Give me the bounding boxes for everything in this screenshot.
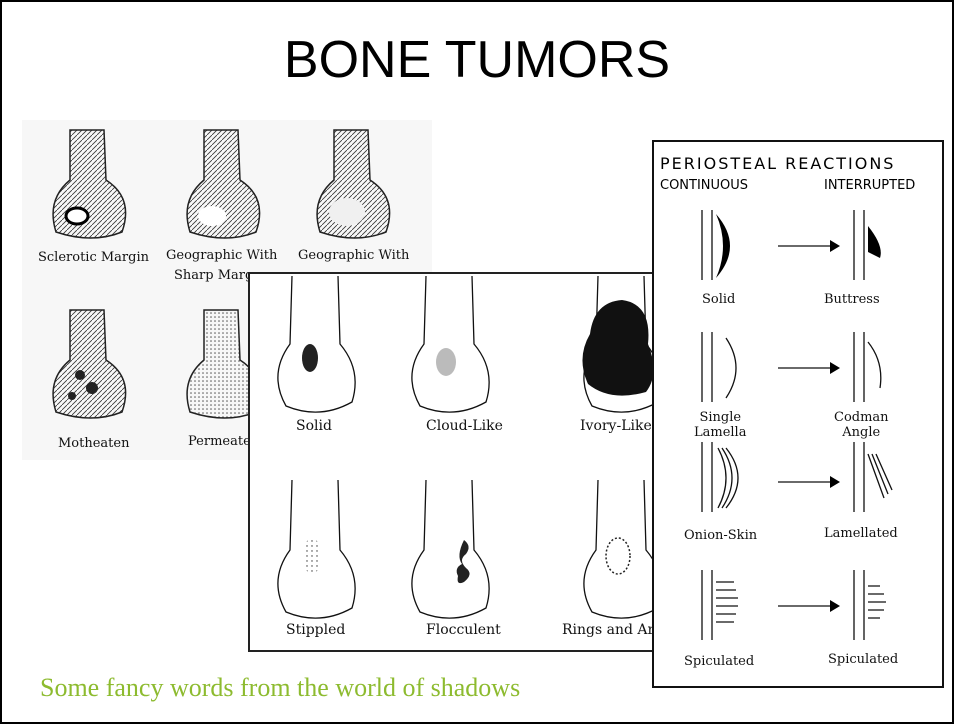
- label-spiculated-right: Spiculated: [828, 652, 898, 667]
- label-matrix-solid: Solid: [296, 418, 332, 434]
- label-matrix-rings: Rings and Arc: [562, 622, 662, 638]
- matrix-ivory-mark: [582, 300, 653, 396]
- matrix-rings-mark: [606, 538, 630, 574]
- label-codman-angle: Codman Angle: [834, 410, 889, 440]
- label-matrix-stippled: Stippled: [286, 622, 345, 638]
- label-sclerotic-margin: Sclerotic Margin: [38, 250, 149, 265]
- matrix-panel: Solid Cloud-Like Ivory-Like Stippled Flo…: [248, 272, 692, 652]
- label-sharp-margin: Sharp Marg: [174, 268, 253, 283]
- bone-geographic-sharp: [187, 130, 260, 238]
- label-matrix-flocculent: Flocculent: [426, 622, 501, 638]
- bone-sclerotic: [53, 130, 126, 238]
- bone-geographic-ill: [317, 130, 390, 238]
- label-solid: Solid: [702, 292, 735, 307]
- label-lamellated: Lamellated: [824, 526, 898, 541]
- slide-caption: Some fancy words from the world of shado…: [40, 673, 520, 703]
- matrix-bones-illustration: [250, 274, 690, 650]
- matrix-cloud-mark: [436, 348, 456, 376]
- matrix-flocculent-mark: [457, 540, 470, 583]
- label-motheaten: Motheaten: [58, 436, 129, 451]
- matrix-stippled-mark: [303, 538, 321, 574]
- label-permeative: Permeate: [188, 434, 251, 449]
- label-buttress: Buttress: [824, 292, 880, 307]
- label-spiculated-left: Spiculated: [684, 654, 754, 669]
- label-matrix-ivory: Ivory-Like: [580, 418, 652, 434]
- label-onion-skin: Onion-Skin: [684, 528, 757, 543]
- label-geographic-sharp: Geographic With: [166, 248, 277, 263]
- label-single-lamella: Single Lamella: [694, 410, 746, 440]
- bone-motheaten: [53, 310, 126, 418]
- label-matrix-cloud: Cloud-Like: [426, 418, 503, 434]
- slide-title: BONE TUMORS: [0, 30, 954, 90]
- label-geographic-ill: Geographic With: [298, 248, 409, 263]
- periosteal-panel: PERIOSTEAL REACTIONS CONTINUOUS INTERRUP…: [652, 140, 944, 688]
- matrix-solid-mark: [302, 344, 318, 372]
